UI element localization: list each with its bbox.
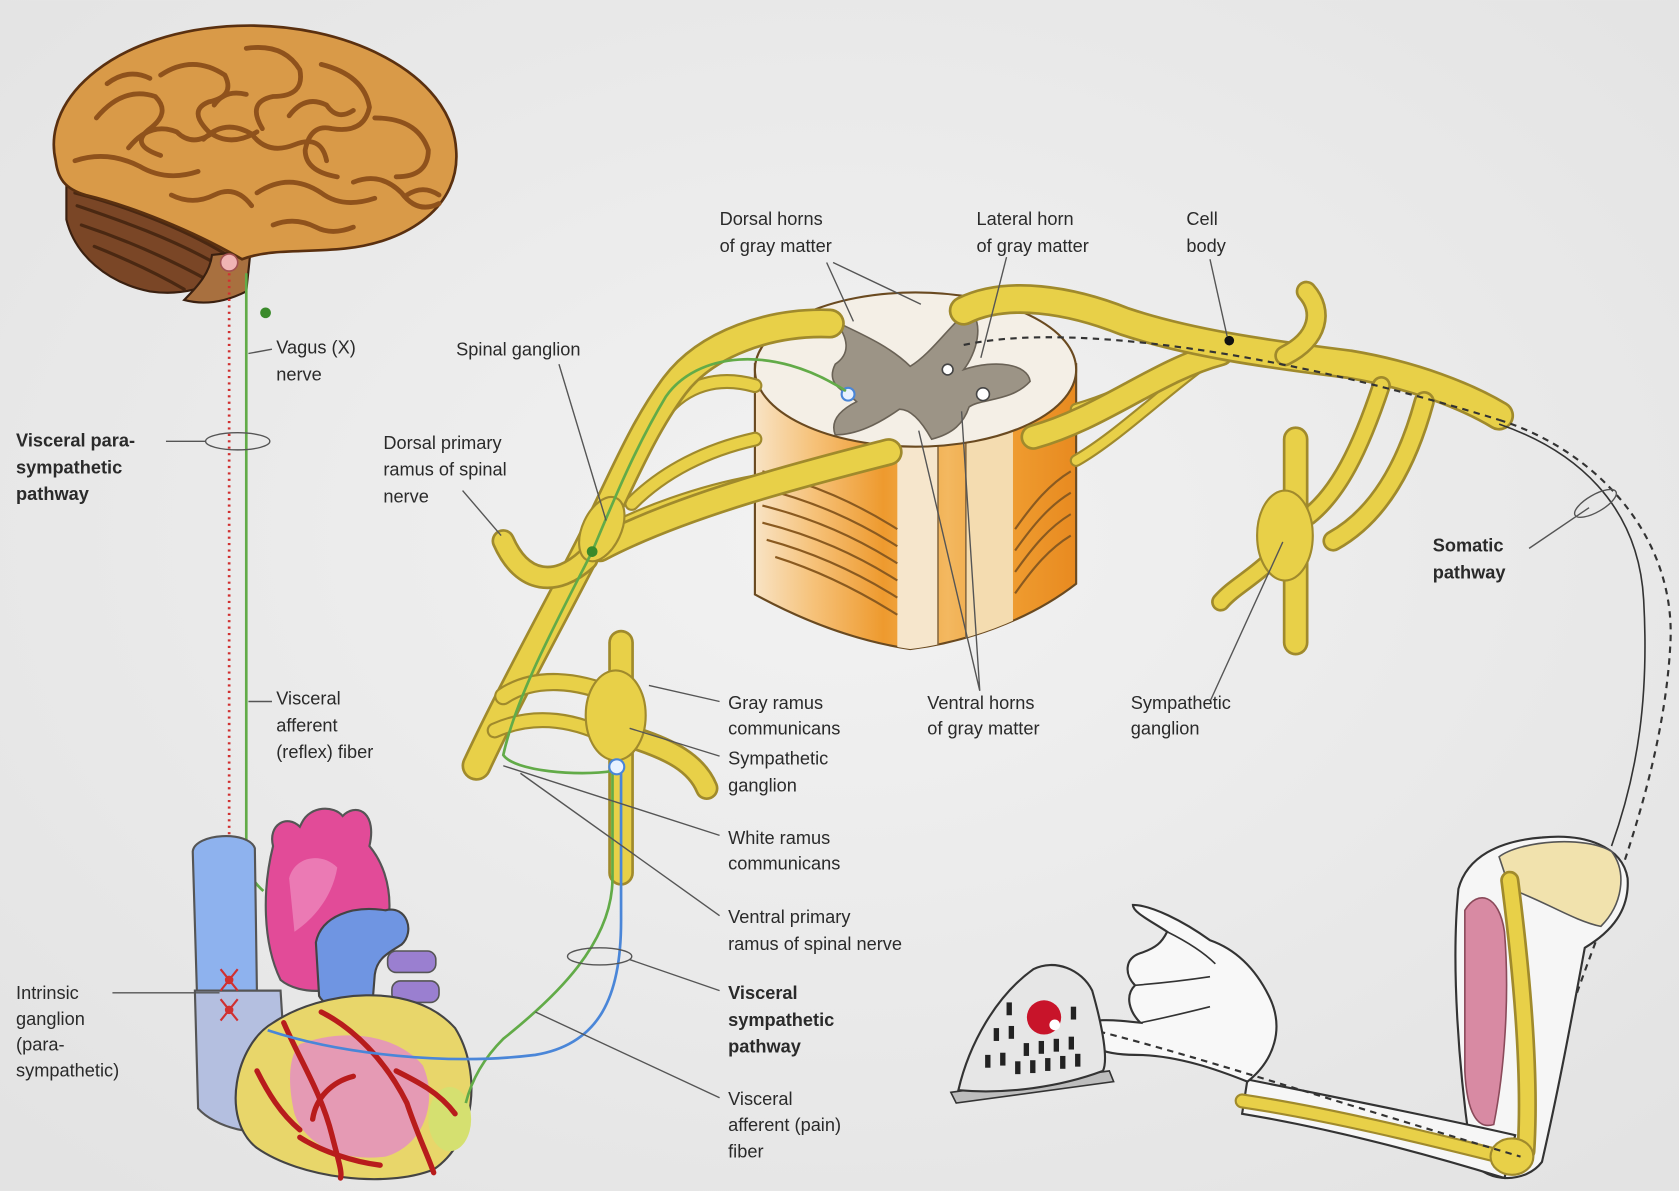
label-line: communicans	[728, 719, 840, 739]
label-line: Sympathetic	[728, 749, 828, 769]
label-line: White ramus	[728, 828, 830, 848]
label-line: (reflex) fiber	[276, 742, 373, 762]
label-line: ramus of spinal	[383, 460, 506, 480]
label-line: Ventral horns	[927, 693, 1034, 713]
label-line: Visceral	[728, 983, 797, 1003]
ventral-column-left	[897, 428, 938, 664]
iron-hot-spot-center	[1049, 1020, 1060, 1031]
label-line: pathway	[728, 1037, 802, 1057]
label-line: Dorsal primary	[383, 433, 502, 453]
label-line: of gray matter	[977, 236, 1089, 256]
label-line: sympathetic	[728, 1010, 834, 1030]
label-line: ganglion	[16, 1009, 85, 1029]
label-line: Visceral	[276, 689, 340, 709]
label-line: ganglion	[728, 775, 797, 795]
label-line: ramus of spinal nerve	[728, 934, 902, 954]
label-line: Ventral primary	[728, 907, 851, 927]
label-line: Cell	[1186, 209, 1217, 229]
vagus-afferent-dot	[260, 307, 271, 318]
label-line: Dorsal horns	[720, 209, 823, 229]
label-line: Sympathetic	[1131, 693, 1231, 713]
label-line: pathway	[16, 484, 90, 504]
label-line: Visceral para-	[16, 431, 135, 451]
label-line: fiber	[728, 1142, 763, 1162]
label-line: nerve	[383, 486, 429, 506]
pulmonary-vein-upper	[388, 951, 436, 972]
label-spinal-ganglion: Spinal ganglion	[456, 340, 580, 360]
lateral-horn-neuron-symbol	[942, 364, 953, 375]
superior-vena-cava	[193, 836, 257, 996]
label-line: of gray matter	[927, 719, 1039, 739]
label-line: afferent (pain)	[728, 1115, 841, 1135]
cell-body-dot	[1224, 336, 1234, 346]
sympathetic-ganglion-right	[1257, 491, 1313, 581]
label-line: Gray ramus	[728, 693, 823, 713]
ventral-horn-neuron-symbol	[977, 388, 990, 401]
elbow-joint	[1491, 1138, 1534, 1174]
label-line: (para-	[16, 1035, 65, 1055]
label-line: body	[1186, 236, 1226, 256]
label-line: Spinal ganglion	[456, 340, 580, 360]
label-line: Lateral horn	[977, 209, 1074, 229]
label-line: communicans	[728, 854, 840, 874]
label-line: sympathetic	[16, 457, 122, 477]
label-line: afferent	[276, 715, 337, 735]
sympathetic-ganglion-left	[586, 670, 646, 760]
label-line: Vagus (X)	[276, 338, 356, 358]
label-line: sympathetic)	[16, 1060, 119, 1080]
label-line: ganglion	[1131, 719, 1200, 739]
label-line: Visceral	[728, 1089, 792, 1109]
spinal-ganglion-afferent-dot	[587, 546, 598, 557]
label-line: Somatic	[1433, 536, 1504, 556]
label-line: pathway	[1433, 562, 1507, 582]
brainstem-nucleus	[221, 254, 238, 271]
label-line: of gray matter	[720, 236, 832, 256]
sympathetic-ganglion-neuron-symbol	[609, 759, 624, 774]
label-line: nerve	[276, 364, 322, 384]
label-line: Intrinsic	[16, 983, 79, 1003]
